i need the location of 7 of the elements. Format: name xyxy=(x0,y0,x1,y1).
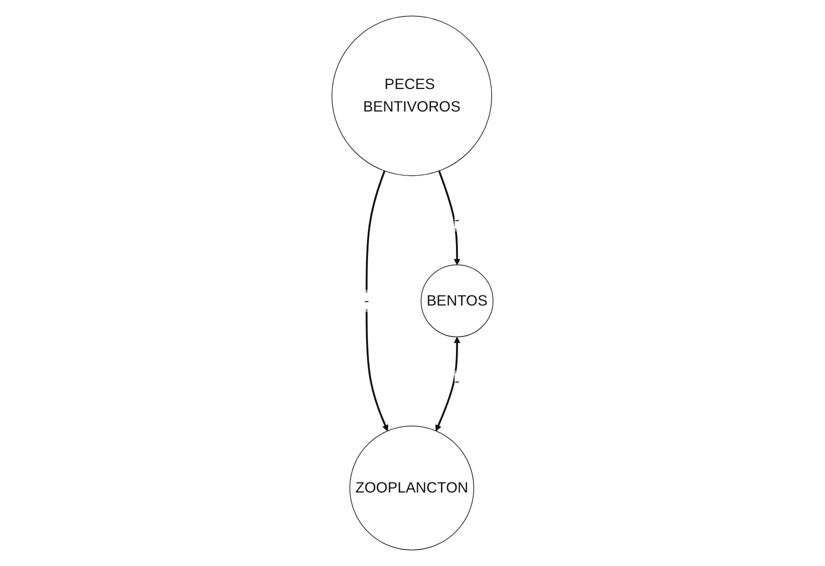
edge-label: - xyxy=(454,373,460,390)
edge-label: - xyxy=(364,292,370,310)
edge-label: - xyxy=(454,212,460,228)
node-circle: ZOOPLANCTON xyxy=(349,426,474,550)
node-circle: BENTOS xyxy=(420,264,494,338)
node-circle: PECES BENTIVOROS xyxy=(332,16,492,176)
arrow xyxy=(366,170,388,432)
